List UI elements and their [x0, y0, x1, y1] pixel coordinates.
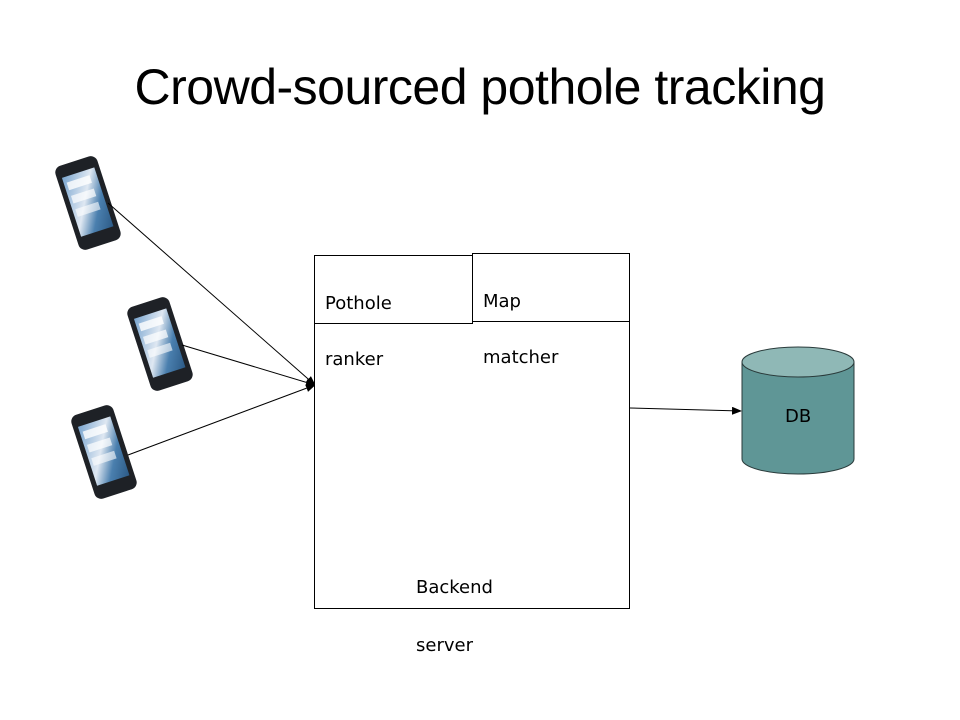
backend-server-label-line2: server: [416, 635, 473, 656]
database-cylinder-icon: [741, 346, 855, 475]
map-matcher-label-line1: Map: [483, 291, 521, 312]
slide-title: Crowd-sourced pothole tracking: [134, 59, 826, 115]
phone3-to-backend-arrow: [127, 384, 316, 456]
map-matcher-label: Map matcher: [483, 260, 558, 400]
smartphone-icon: [71, 405, 137, 499]
phone2-to-backend-arrow: [181, 344, 316, 387]
pothole-ranker-label-line1: Pothole: [325, 293, 392, 314]
phone1-to-backend-arrow: [107, 202, 316, 386]
pothole-ranker-label-line2: ranker: [325, 349, 384, 370]
map-matcher-label-line2: matcher: [483, 347, 559, 368]
pothole-ranker-label: Pothole ranker: [325, 262, 392, 402]
smartphone-icon: [127, 297, 193, 391]
backend-to-db-arrow: [629, 406, 742, 415]
backend-server-label-line1: Backend: [416, 577, 493, 598]
backend-server-label: Backend server: [416, 544, 493, 689]
map-matcher-box: [472, 253, 630, 322]
smartphone-icon: [55, 156, 121, 250]
backend-server-box: [314, 321, 630, 609]
database-label: DB: [785, 406, 812, 427]
